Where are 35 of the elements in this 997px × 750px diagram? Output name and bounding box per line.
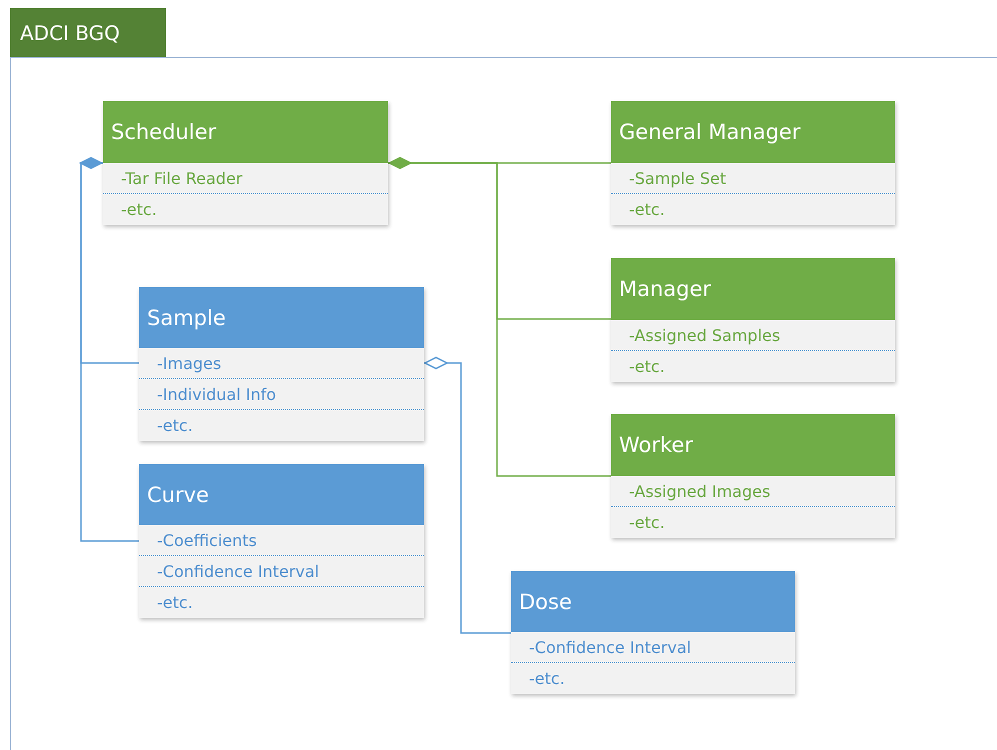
class-name-header: Sample: [139, 287, 424, 348]
attribute-text: -Individual Info: [157, 384, 276, 404]
attribute-text: -Assigned Images: [629, 482, 770, 500]
class-box: [611, 101, 895, 225]
class-name-header: Scheduler: [103, 101, 388, 163]
composition-connector: [79, 157, 139, 542]
class-name-header: Worker: [611, 414, 895, 476]
class-box: [139, 287, 424, 441]
attribute-text: -etc.: [157, 593, 193, 612]
class-box: [611, 414, 895, 538]
class-name-header: General Manager: [611, 101, 895, 163]
class-box: [611, 258, 895, 382]
class-name-header: Curve: [139, 464, 424, 525]
attribute-text: -etc.: [629, 513, 665, 532]
class-box: [139, 464, 424, 618]
attribute-text: -Images: [157, 354, 222, 372]
attribute-text: -Coefficients: [157, 530, 257, 550]
attribute-text: -etc.: [121, 200, 157, 219]
diagram-frame: [10, 57, 997, 750]
composition-connector: [424, 356, 511, 634]
attribute-text: -Confidence Interval: [529, 638, 692, 656]
class-name-header: Manager: [611, 258, 895, 320]
attribute-text: -Assigned Samples: [629, 326, 780, 344]
attribute-text: -etc.: [529, 669, 565, 688]
attribute-text: -etc.: [629, 357, 665, 376]
frame-title-tab: ADCI BGQ: [10, 8, 166, 57]
class-box: [103, 101, 388, 225]
attribute-text: -Tar File Reader: [121, 168, 242, 188]
attribute-text: -etc.: [629, 200, 665, 219]
class-box: [511, 571, 795, 694]
attribute-text: -Confidence Interval: [157, 562, 320, 580]
attribute-text: -etc.: [157, 416, 193, 435]
composition-connector: [388, 157, 611, 477]
class-name-header: Dose: [511, 571, 795, 632]
attribute-text: -Sample Set: [629, 168, 726, 188]
